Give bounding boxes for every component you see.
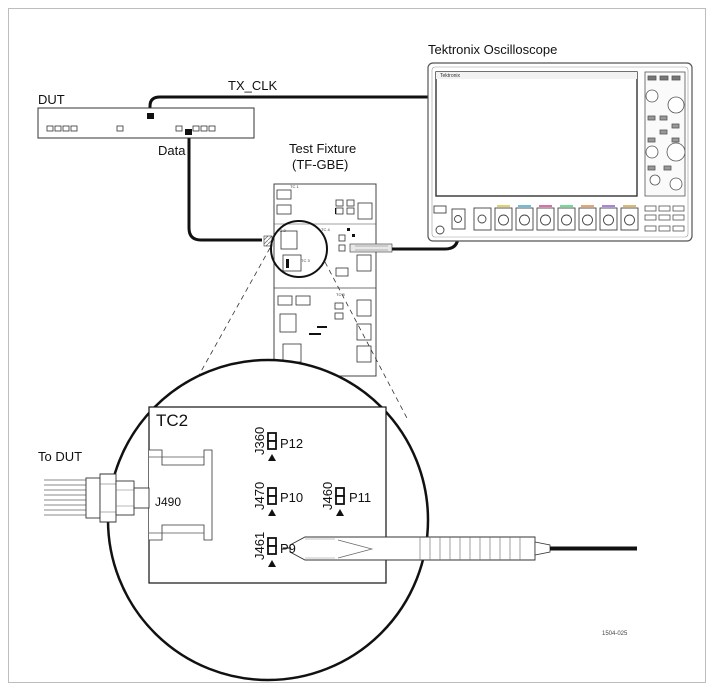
label-j470: J470 xyxy=(252,482,267,510)
p10-label: P10 xyxy=(280,490,304,505)
to-dut-label: To DUT xyxy=(38,449,83,464)
zoom-inset: J360 J470 J460 J461 xyxy=(44,358,637,682)
jumper-p12 xyxy=(267,432,277,442)
svg-text:TC 2: TC 2 xyxy=(277,228,286,233)
tc2-label: TC2 xyxy=(156,411,189,430)
svg-text:TC 4: TC 4 xyxy=(321,227,330,232)
p12-label: P12 xyxy=(280,436,304,451)
p11-label: P11 xyxy=(349,490,372,505)
svg-text:TC 5: TC 5 xyxy=(336,292,345,297)
dut-box xyxy=(37,107,255,139)
test-fixture-board: TC 1 TC 2 TC 4 TC 3 TC 5 TC 7 xyxy=(263,183,393,377)
dut-label: DUT xyxy=(38,92,65,107)
zoom-region-marker xyxy=(270,220,328,278)
diagram-frame xyxy=(8,8,706,683)
p9-label: P9 xyxy=(280,541,296,556)
figure-id: 1504-025 xyxy=(602,631,628,637)
to-dut-cable xyxy=(44,473,150,523)
scope-channel-inputs xyxy=(494,207,639,231)
svg-text:TC 3: TC 3 xyxy=(301,258,310,263)
j490-label: J490 xyxy=(155,495,182,509)
jumper-p10 xyxy=(267,487,277,497)
differential-probe xyxy=(283,536,637,561)
tx-clk-label: TX_CLK xyxy=(228,78,278,93)
data-cable xyxy=(187,134,262,242)
label-j360: J360 xyxy=(252,427,267,455)
fixture-label-line2: (TF-GBE) xyxy=(292,157,349,172)
data-label: Data xyxy=(158,143,186,158)
svg-text:TC 1: TC 1 xyxy=(290,184,299,189)
jumper-p11 xyxy=(335,487,345,497)
scope-screen xyxy=(435,71,638,197)
fixture-label-line1: Test Fixture xyxy=(289,141,357,156)
label-j461: J461 xyxy=(252,532,267,560)
scope-brand-mark: Tektronix xyxy=(440,73,461,79)
jumper-p9 xyxy=(267,537,277,547)
j490-connector xyxy=(149,449,213,541)
oscilloscope xyxy=(427,62,693,242)
label-j460: J460 xyxy=(320,482,335,510)
oscilloscope-label: Tektronix Oscilloscope xyxy=(428,42,558,57)
